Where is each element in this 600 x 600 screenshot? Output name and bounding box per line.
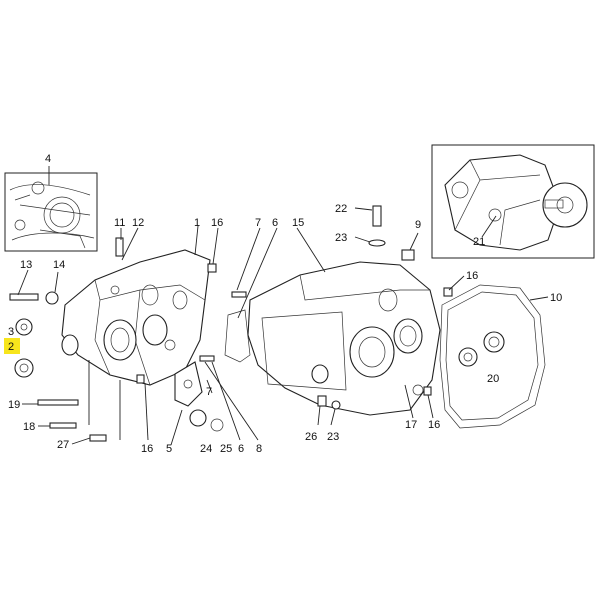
gearbox-case-half-1 <box>61 249 211 386</box>
gasket <box>224 309 251 363</box>
callout-23-top[interactable]: 23 <box>335 232 347 244</box>
callout-3[interactable]: 3 <box>8 326 14 338</box>
callout-15[interactable]: 15 <box>292 217 304 229</box>
callout-16-bottom[interactable]: 16 <box>141 443 153 455</box>
callout-22[interactable]: 22 <box>335 203 347 215</box>
callout-21[interactable]: 21 <box>473 236 485 248</box>
leader-lines <box>17 207 549 446</box>
callout-26[interactable]: 26 <box>305 431 317 443</box>
callout-19[interactable]: 19 <box>8 399 20 411</box>
callout-16-top[interactable]: 16 <box>211 217 223 229</box>
callout-2[interactable]: 2 <box>8 341 14 353</box>
callout-16-right-top[interactable]: 16 <box>466 270 478 282</box>
callout-5[interactable]: 5 <box>166 443 172 455</box>
large-gasket-10 <box>439 284 546 429</box>
callout-8[interactable]: 8 <box>256 443 262 455</box>
callout-7-top[interactable]: 7 <box>255 217 261 229</box>
callout-labels: 4 1 16 7 6 15 11 12 13 14 22 23 9 16 10 … <box>8 153 562 455</box>
callout-10[interactable]: 10 <box>550 292 562 304</box>
callout-20[interactable]: 20 <box>487 373 499 385</box>
callout-14[interactable]: 14 <box>53 259 65 271</box>
callout-23-bottom[interactable]: 23 <box>327 431 339 443</box>
bearings-20 <box>458 331 505 367</box>
callout-18[interactable]: 18 <box>23 421 35 433</box>
highlight-box-part-2 <box>4 338 20 354</box>
callout-11[interactable]: 11 <box>114 217 125 229</box>
callout-24[interactable]: 24 <box>200 443 212 455</box>
callout-12[interactable]: 12 <box>132 217 144 229</box>
callout-9[interactable]: 9 <box>415 219 421 231</box>
inset-assembled-gearbox <box>431 144 595 259</box>
callout-7-bottom[interactable]: 7 <box>206 386 212 398</box>
callout-17[interactable]: 17 <box>405 419 417 431</box>
inset-detail-4 <box>4 166 98 252</box>
callout-4[interactable]: 4 <box>45 153 51 165</box>
small-parts <box>9 205 453 442</box>
callout-6-bottom[interactable]: 6 <box>238 443 244 455</box>
callout-16-right-bottom[interactable]: 16 <box>428 419 440 431</box>
gearbox-case-half-15 <box>247 261 441 416</box>
callout-25[interactable]: 25 <box>220 443 232 455</box>
callout-13[interactable]: 13 <box>20 259 32 271</box>
callout-6-top[interactable]: 6 <box>272 217 278 229</box>
callout-1[interactable]: 1 <box>194 217 200 229</box>
callout-27[interactable]: 27 <box>57 439 69 451</box>
